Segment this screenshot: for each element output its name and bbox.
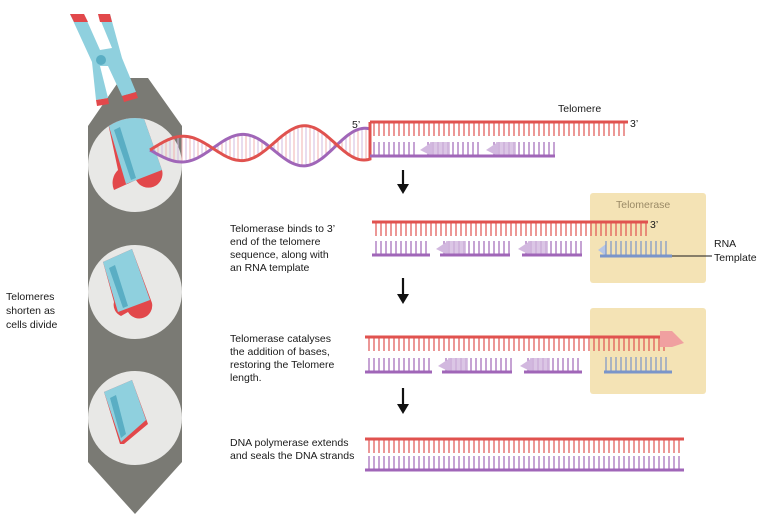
step1-line-4: an RNA template	[230, 262, 310, 274]
step1-okazaki-fragments	[436, 241, 582, 257]
telomerase-box-1	[590, 193, 706, 283]
helix-rungs	[153, 125, 367, 166]
top-purple-ticks	[373, 142, 415, 156]
helix-red-strand	[149, 122, 372, 163]
side-label-line-2: shorten as	[6, 305, 55, 317]
step-3: DNA polymerase extends and seals the DNA…	[230, 437, 684, 472]
top-okazaki-fragments	[420, 142, 555, 158]
step1-purple-ticks	[375, 241, 427, 255]
step1-caption: Telomerase binds to 3’ end of the telome…	[230, 223, 335, 274]
step2-caption: Telomerase catalyses the addition of bas…	[230, 333, 334, 384]
step1-red-ticks	[375, 222, 647, 236]
svg-text:Telomeres: Telomeres	[6, 291, 54, 303]
step2-extension-arrow	[660, 331, 684, 347]
step1-three-prime: 3’	[650, 219, 658, 231]
short-telomere-chromatid	[104, 380, 148, 444]
five-prime-label: 5’	[352, 119, 360, 131]
medium-telomere-chromatid	[103, 249, 153, 319]
step-2: Telomerase catalyses the addition of bas…	[230, 308, 706, 394]
step2-line-3: restoring the Telomere	[230, 359, 334, 371]
step3-purple-ticks	[368, 456, 680, 470]
long-telomere-chromatid	[108, 118, 163, 190]
step2-purple-ticks	[368, 358, 430, 372]
cell-circle-1	[88, 118, 182, 212]
side-label: Telomeres shorten as cells divide	[6, 291, 58, 331]
rna-label-line-2: Template	[714, 252, 757, 264]
three-prime-label: 3’	[630, 118, 638, 130]
step1-line-2: end of the telomere	[230, 236, 321, 248]
rna-label-line-1: RNA	[714, 238, 736, 250]
step-1: Telomerase 3’ RNA Template Telomerase bi…	[230, 193, 757, 283]
side-label-line-1: Telomeres	[6, 291, 54, 303]
rna-template-1	[598, 241, 672, 258]
top-red-ticks	[373, 122, 625, 136]
step2-okazaki-fragments	[438, 358, 582, 374]
telomerase-label: Telomerase	[616, 199, 670, 211]
rna-template-2	[604, 357, 672, 374]
step2-red-ticks	[368, 337, 665, 351]
top-telomere: Telomere 5’ 3’	[352, 103, 638, 158]
step2-fragment-1	[438, 358, 512, 374]
cell-column: Telomeres shorten as cells divide	[6, 14, 182, 514]
arrow-3	[397, 388, 409, 414]
cell-circle-2	[88, 245, 182, 339]
top-fragment-2	[486, 142, 555, 158]
step3-red-ticks	[368, 439, 680, 453]
chromosome-icon	[70, 14, 138, 106]
top-fragment-1	[420, 142, 479, 158]
step-arrows	[397, 170, 409, 414]
telomerase-box-2	[590, 308, 706, 394]
svg-text:cells divide: cells divide	[6, 319, 58, 331]
step1-fragment-1	[436, 241, 510, 257]
arrow-1	[397, 170, 409, 194]
telomere-label: Telomere	[558, 103, 601, 115]
step2-line-1: Telomerase catalyses	[230, 333, 331, 345]
side-label-line-3: cells divide	[6, 319, 58, 331]
step2-line-2: the addition of bases,	[230, 346, 330, 358]
step3-caption: DNA polymerase extends and seals the DNA…	[230, 437, 354, 462]
svg-text:shorten as: shorten as	[6, 305, 55, 317]
step1-line-3: sequence, along with	[230, 249, 329, 261]
step1-fragment-2	[518, 241, 582, 257]
helix-section: Telomere 5’ 3’	[149, 103, 638, 168]
arrow-2	[397, 278, 409, 304]
cell-circle-3	[88, 371, 182, 465]
step2-fragment-2	[520, 358, 582, 374]
step2-line-4: length.	[230, 372, 262, 384]
helix-purple-strand	[149, 126, 372, 168]
step3-line-1: DNA polymerase extends	[230, 437, 348, 449]
step3-line-2: and seals the DNA strands	[230, 450, 354, 462]
step1-line-1: Telomerase binds to 3’	[230, 223, 335, 235]
